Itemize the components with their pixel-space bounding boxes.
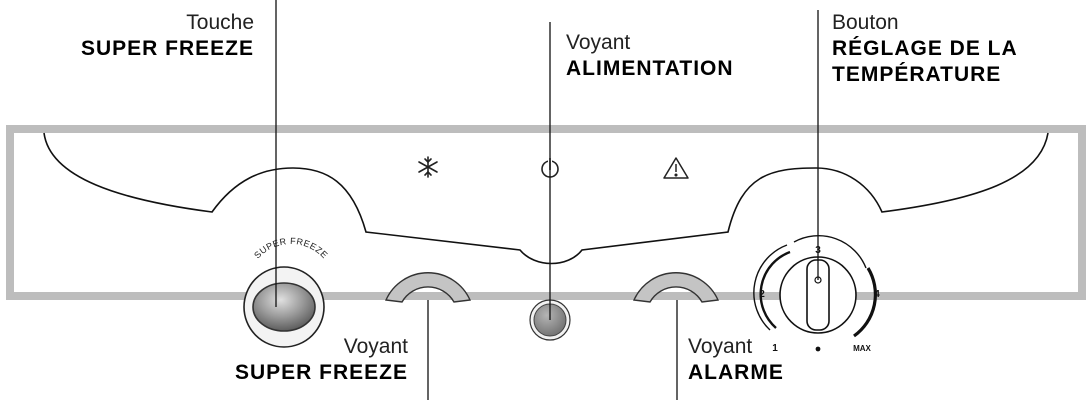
dial-label-1: 1 [772, 343, 778, 354]
panel-frame [6, 125, 1086, 300]
snowflake-icon [418, 156, 438, 178]
leader-lines [275, 0, 819, 400]
callout-line1: Voyant [343, 335, 408, 358]
callout-super-freeze-button: Touche SUPER FREEZE [81, 10, 254, 62]
callout-line2: ALARME [688, 361, 784, 384]
callout-alarm-light: Voyant ALARME [688, 334, 784, 386]
dial-label-4: 4 [874, 289, 880, 300]
callout-line1: Touche [186, 11, 254, 34]
callout-power-light: Voyant ALIMENTATION [566, 30, 734, 82]
callout-line2: ALIMENTATION [566, 57, 734, 80]
callout-line2: SUPER FREEZE [234, 361, 408, 384]
callout-line1: Voyant [566, 31, 631, 54]
callout-line2: RÉGLAGE DE LA [832, 37, 1018, 60]
alarm-light [632, 272, 720, 303]
super-freeze-button[interactable]: SUPER FREEZE [243, 236, 330, 348]
callout-temperature-knob: Bouton RÉGLAGE DE LA TEMPÉRATURE [832, 10, 1018, 88]
super-freeze-light [384, 272, 472, 303]
callout-line1: Voyant [688, 335, 753, 358]
dial-label-max: MAX [853, 344, 871, 353]
callout-line1: Bouton [832, 11, 899, 34]
warning-icon [663, 157, 689, 179]
panel-outline [43, 132, 1049, 265]
callout-line3: TEMPÉRATURE [832, 63, 1002, 86]
dial-off-dot [815, 346, 821, 352]
dial-label-2: 2 [759, 289, 765, 300]
button-arc-label: SUPER FREEZE [252, 236, 330, 261]
callout-super-freeze-light: Voyant SUPER FREEZE [235, 334, 408, 386]
callout-line2: SUPER FREEZE [80, 37, 254, 60]
